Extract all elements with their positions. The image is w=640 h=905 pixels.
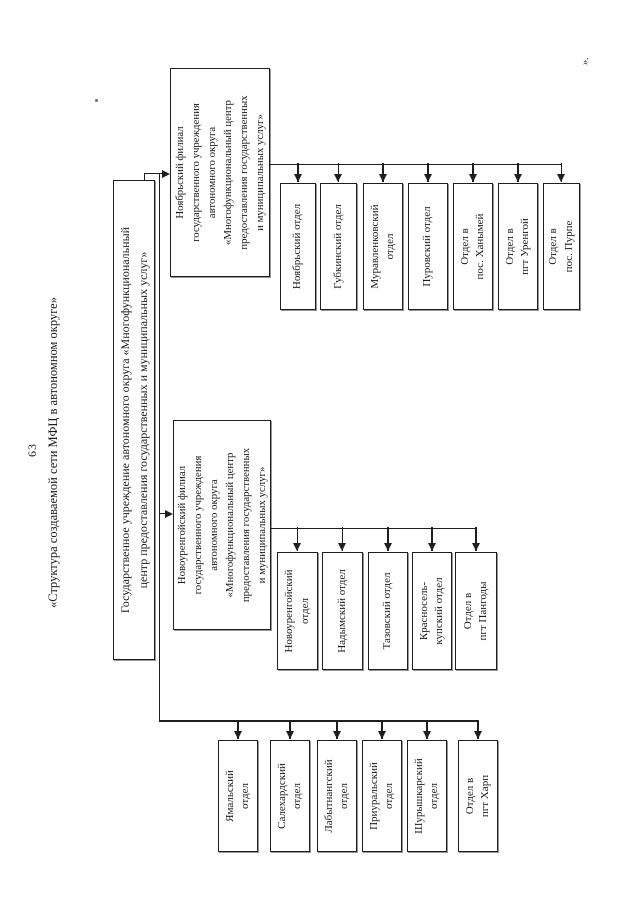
org-child-box: Приуральский отдел (362, 740, 402, 852)
figure-title: «Структура создаваемой сети МФЦ в автоно… (46, 297, 60, 608)
connector-line (158, 173, 160, 721)
org-child-box: Муравленковский отдел (363, 183, 403, 310)
org-child-box: Отдел в пгт Пангоды (455, 552, 497, 670)
org-child-label: Салехардский отдел (275, 763, 304, 829)
org-child-box: Ямальский отдел (218, 740, 258, 852)
connector-line (159, 720, 479, 722)
arrowhead-left-icon (233, 731, 242, 740)
org-root-label: Государственное учреждение автономного о… (117, 226, 151, 614)
org-branch-box-noyabrsk: Ноябрьский филиал государственного учреж… (170, 68, 270, 277)
org-child-box: Салехардский отдел (270, 740, 310, 852)
arrowhead-left-icon (557, 174, 565, 183)
org-child-box: Красносель- купский отдел (412, 552, 452, 670)
connector-line (271, 527, 477, 530)
org-child-label: Отдел в пос. Ханымей (458, 213, 487, 280)
page-number: 63 (25, 443, 39, 457)
arrowhead-left-icon (427, 543, 436, 552)
org-child-label: Красносель- купский отдел (417, 577, 446, 645)
arrowhead-left-icon (513, 174, 522, 183)
org-child-label: Надымский отдел (335, 569, 348, 653)
org-child-box: Ноябрьский отдел (280, 183, 316, 310)
arrowhead-left-icon (423, 174, 432, 183)
arrowhead-left-icon (383, 543, 392, 552)
org-child-label: Губкинский отдел (331, 204, 344, 289)
org-child-box: Надымский отдел (322, 552, 363, 670)
org-child-label: Шурышкарский отдел (412, 758, 441, 834)
arrowhead-left-icon (473, 731, 482, 740)
org-child-box: Отдел в пос. Ханымей (453, 183, 493, 310)
arrowhead-down-icon (162, 170, 170, 179)
org-child-box: Лабытнангский отдел (317, 740, 357, 852)
org-child-label: Ямальский отдел (223, 770, 252, 822)
org-child-box: Губкинский отдел (320, 183, 357, 310)
org-child-box: Шурышкарский отдел (407, 740, 447, 852)
arrowhead-left-icon (377, 731, 386, 740)
scan-speck (95, 99, 98, 102)
org-child-box: Тазовский отдел (368, 552, 408, 670)
org-child-label: Отдел в пгт Пангоды (461, 581, 490, 641)
arrowhead-left-icon (332, 731, 341, 740)
org-branch-label-noyabrsk: Ноябрьский филиал государственного учреж… (173, 95, 267, 250)
connector-line (270, 163, 563, 166)
org-child-box: Новоуренгойский отдел (277, 552, 318, 670)
arrowhead-left-icon (378, 174, 387, 183)
arrowhead-left-icon (293, 543, 301, 552)
arrowhead-left-icon (293, 174, 302, 183)
arrowhead-left-icon (471, 543, 480, 552)
org-child-label: Тазовский отдел (381, 572, 394, 650)
arrowhead-left-icon (422, 731, 431, 740)
org-child-box: Пуровский отдел (408, 183, 448, 310)
org-child-label: Новоуренгойский отдел (283, 569, 311, 653)
org-child-label: Пуровский отдел (421, 206, 434, 287)
arrowhead-left-icon (468, 174, 477, 183)
arrowhead-down-icon (165, 510, 173, 518)
org-root-box: Государственное учреждение автономного о… (113, 180, 155, 660)
org-child-label: Ноябрьский отдел (291, 203, 304, 290)
org-branch-label-novourengoy: Новоуренгойский филиал государственного … (175, 447, 269, 603)
arrowhead-left-icon (338, 543, 346, 552)
org-child-box: Отдел в пгт Харп (458, 740, 498, 852)
org-child-label: Муравленковский отдел (368, 204, 397, 289)
arrowhead-left-icon (285, 731, 294, 740)
org-child-label: Приуральский отдел (367, 762, 396, 830)
arrowhead-left-icon (334, 174, 342, 183)
org-child-label: Отдел в пос. Пурпе (547, 220, 575, 273)
stray-quote-mark: ». (580, 57, 591, 66)
org-child-label: Лабытнангский отдел (322, 759, 351, 833)
org-child-box: Отдел в пос. Пурпе (543, 183, 580, 310)
org-child-label: Отдел в пгт Харп (463, 774, 492, 818)
org-branch-box-novourengoy: Новоуренгойский филиал государственного … (173, 420, 271, 630)
org-child-box: Отдел в пгт Уренгой (498, 183, 538, 310)
org-child-label: Отдел в пгт Уренгой (503, 218, 532, 275)
